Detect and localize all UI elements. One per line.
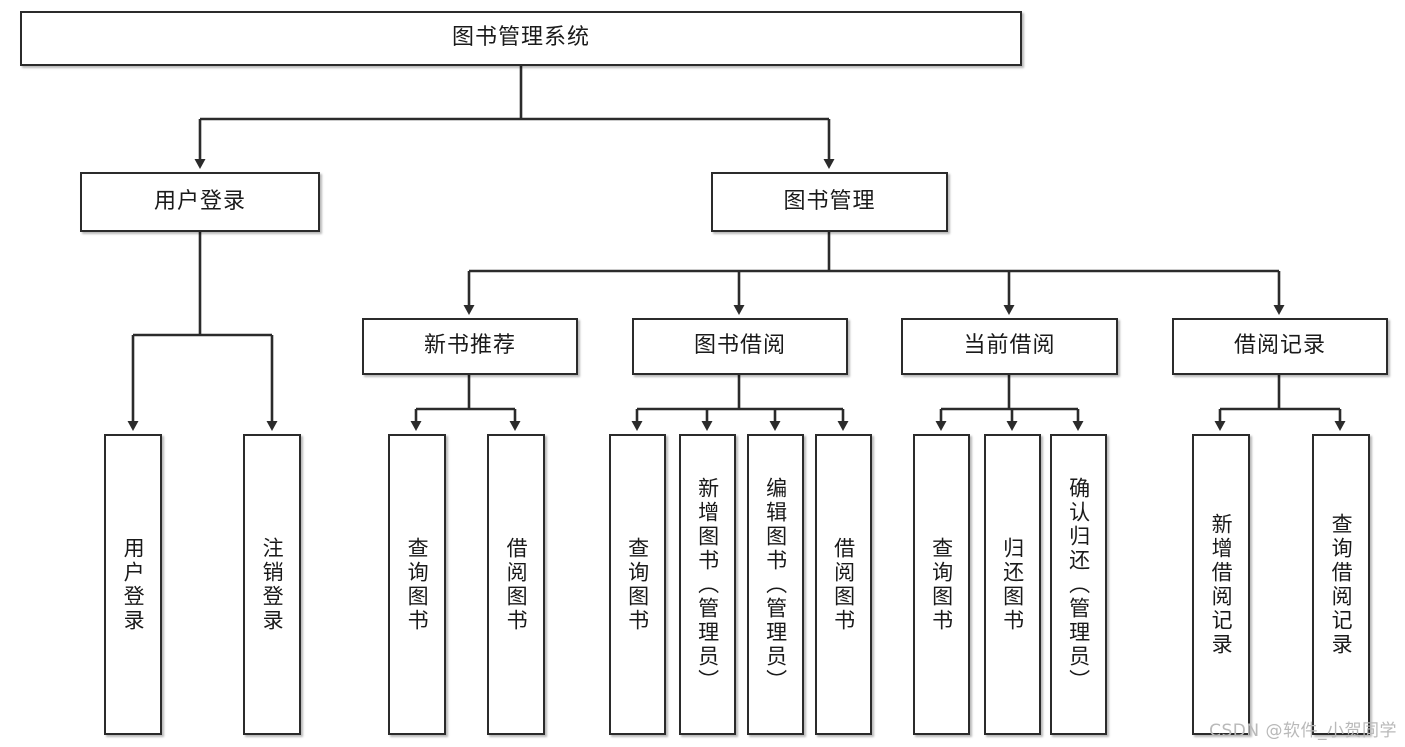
leaf-node-2-label: 查询图书 <box>405 536 430 633</box>
leaf-node-0-label: 用户登录 <box>121 536 146 633</box>
leaf-node-1[interactable]: 注销登录 <box>243 434 301 735</box>
root-node-label: 图书管理系统 <box>451 25 590 51</box>
leaf-node-6[interactable]: 编辑图书（管理员） <box>747 434 804 735</box>
level1-node-1-label: 图书管理 <box>783 188 876 214</box>
level2-node-0-label: 新书推荐 <box>423 333 516 359</box>
leaf-node-3[interactable]: 借阅图书 <box>487 434 545 735</box>
leaf-node-9-label: 归还图书 <box>1000 536 1025 633</box>
leaf-node-8-label: 查询图书 <box>929 536 954 633</box>
leaf-node-11[interactable]: 新增借阅记录 <box>1192 434 1250 735</box>
leaf-node-1-label: 注销登录 <box>260 536 285 633</box>
leaf-node-9[interactable]: 归还图书 <box>984 434 1041 735</box>
leaf-node-11-label: 新增借阅记录 <box>1209 512 1234 657</box>
leaf-node-4[interactable]: 查询图书 <box>609 434 666 735</box>
level2-node-3-label: 借阅记录 <box>1233 333 1326 359</box>
leaf-node-10-label: 确认归还（管理员） <box>1066 476 1091 693</box>
leaf-node-12[interactable]: 查询借阅记录 <box>1312 434 1370 735</box>
level2-node-0[interactable]: 新书推荐 <box>362 318 578 375</box>
leaf-node-6-label: 编辑图书（管理员） <box>763 476 788 693</box>
level2-node-2[interactable]: 当前借阅 <box>901 318 1118 375</box>
leaf-node-0[interactable]: 用户登录 <box>104 434 162 735</box>
level2-node-1[interactable]: 图书借阅 <box>632 318 848 375</box>
level2-node-2-label: 当前借阅 <box>963 333 1056 359</box>
leaf-node-5-label: 新增图书（管理员） <box>695 476 720 693</box>
leaf-node-7-label: 借阅图书 <box>831 536 856 633</box>
leaf-node-3-label: 借阅图书 <box>504 536 529 633</box>
leaf-node-5[interactable]: 新增图书（管理员） <box>679 434 736 735</box>
level1-node-0[interactable]: 用户登录 <box>80 172 320 232</box>
leaf-node-2[interactable]: 查询图书 <box>388 434 446 735</box>
leaf-node-12-label: 查询借阅记录 <box>1329 512 1354 657</box>
csdn-watermark: CSDN @软件_小贺同学 <box>1209 721 1397 741</box>
leaf-node-7[interactable]: 借阅图书 <box>815 434 872 735</box>
leaf-node-4-label: 查询图书 <box>625 536 650 633</box>
level1-node-0-label: 用户登录 <box>153 188 246 214</box>
level2-node-3[interactable]: 借阅记录 <box>1172 318 1388 375</box>
level2-node-1-label: 图书借阅 <box>693 333 786 359</box>
level1-node-1[interactable]: 图书管理 <box>711 172 948 232</box>
root-node[interactable]: 图书管理系统 <box>20 11 1022 66</box>
leaf-node-8[interactable]: 查询图书 <box>913 434 970 735</box>
leaf-node-10[interactable]: 确认归还（管理员） <box>1050 434 1107 735</box>
